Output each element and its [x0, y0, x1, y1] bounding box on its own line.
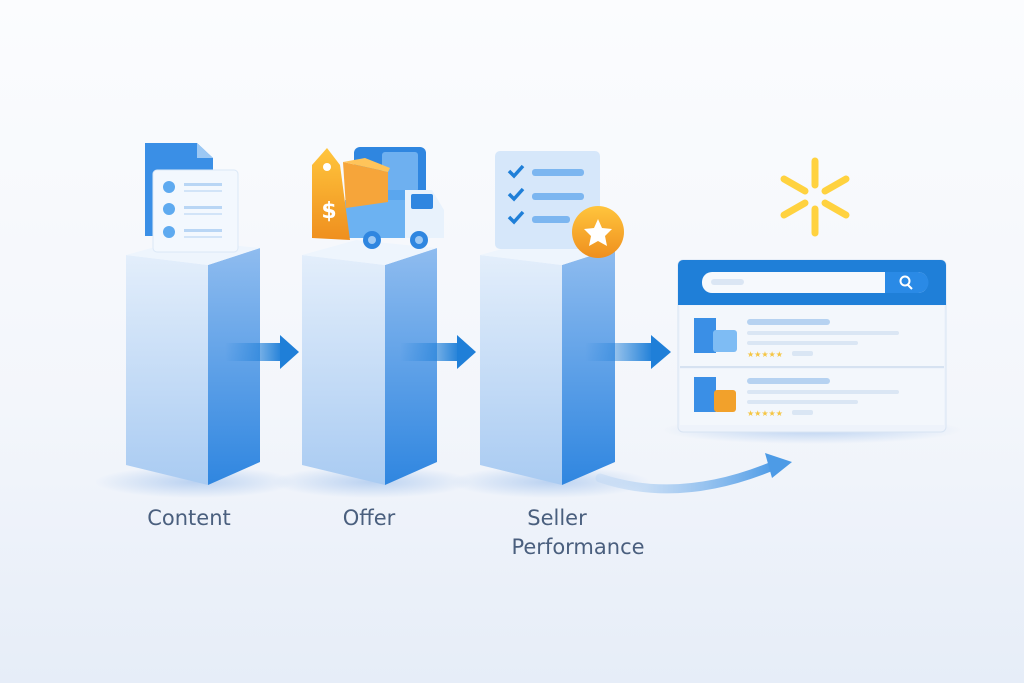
pillar-seller-performance [450, 240, 650, 498]
svg-text:$: $ [321, 199, 336, 224]
document-list-icon [145, 143, 239, 253]
arrow-icon [400, 335, 476, 369]
step-label-seller: Seller [527, 506, 587, 530]
step-label-offer: Offer [342, 506, 396, 530]
svg-text:★★★★★: ★★★★★ [747, 409, 783, 418]
svg-text:★★★★★: ★★★★★ [747, 350, 783, 359]
checklist-star-icon [495, 151, 624, 258]
price-tag-truck-icon: $ [312, 147, 444, 249]
pillar-content [95, 240, 295, 498]
arrow-icon [225, 335, 299, 369]
pillar-offer [272, 240, 472, 498]
walmart-spark-icon [780, 157, 850, 237]
step-label-content: Content [147, 506, 231, 530]
search-results-window-icon: ★★★★★ ★★★★★ [662, 259, 962, 444]
arrow-icon [585, 335, 671, 369]
step-label-performance: Performance [511, 535, 645, 559]
curved-arrow-icon [595, 453, 792, 494]
